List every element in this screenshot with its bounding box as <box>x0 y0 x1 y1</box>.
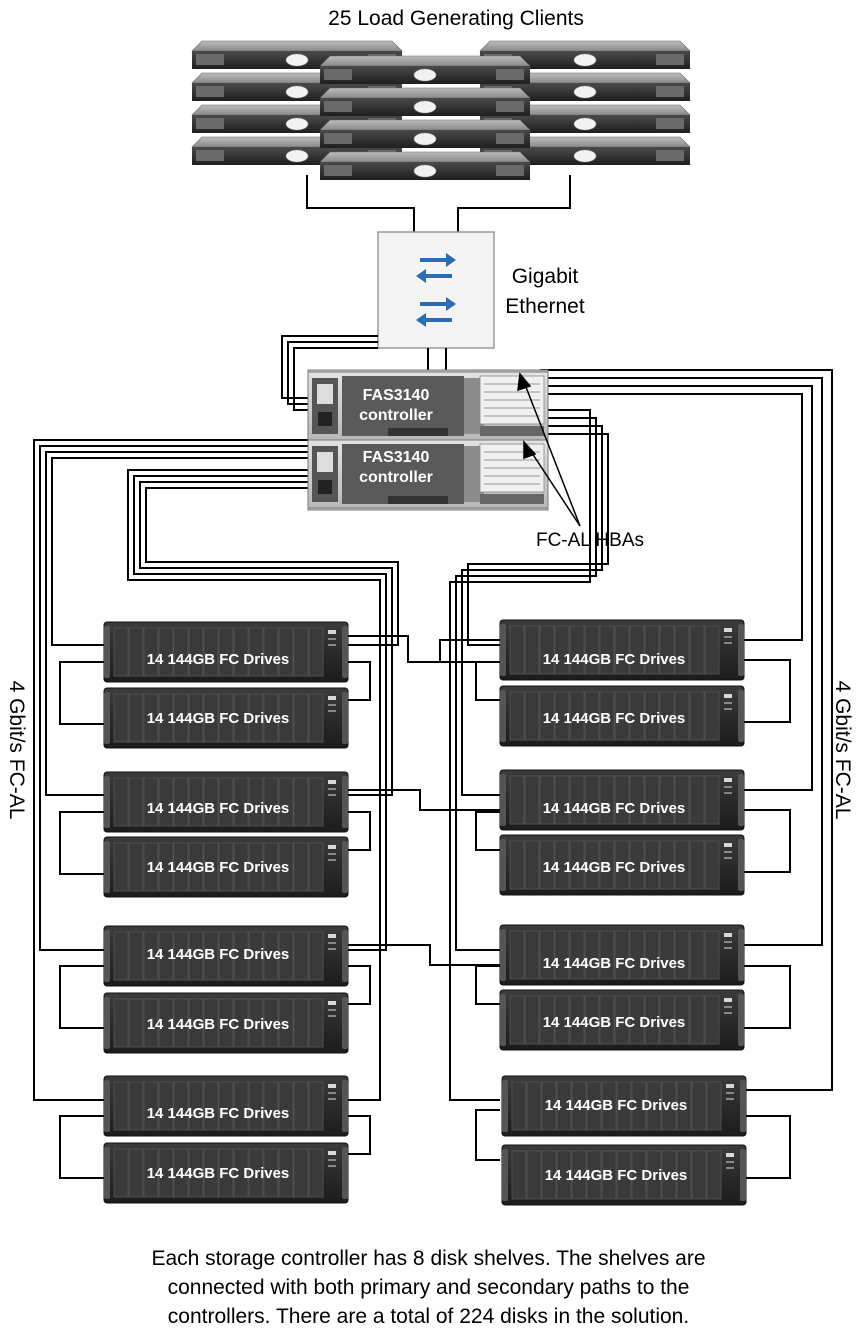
switch-label-line2: Ethernet <box>505 295 585 318</box>
shelf-label: 14 144GB FC Drives <box>543 800 686 817</box>
diagram-caption: Each storage controller has 8 disk shelv… <box>0 1244 857 1331</box>
controller-2-label-line1: FAS3140 <box>363 449 430 466</box>
client-cables <box>306 175 571 234</box>
controller-icon <box>307 371 549 441</box>
shelf-label: 14 144GB FC Drives <box>147 1165 290 1182</box>
shelf-label: 14 144GB FC Drives <box>147 800 290 817</box>
shelf-label: 14 144GB FC Drives <box>543 651 686 668</box>
shelf-label: 14 144GB FC Drives <box>147 1016 290 1033</box>
hba-label: FC-AL HBAs <box>536 530 644 551</box>
shelf-label: 14 144GB FC Drives <box>147 946 290 963</box>
shelf-label: 14 144GB FC Drives <box>543 1014 686 1031</box>
shelf-label: 14 144GB FC Drives <box>543 859 686 876</box>
loop-label-right: 4 Gbit/s FC-AL <box>831 681 854 820</box>
controller-1-label-line2: controller <box>359 407 433 424</box>
disk-shelf-icon <box>499 619 745 681</box>
switch-label-line1: Gigabit <box>512 265 579 288</box>
clients-title: 25 Load Generating Clients <box>328 7 584 30</box>
gigabit-switch <box>377 231 495 349</box>
shelf-label: 14 144GB FC Drives <box>147 859 290 876</box>
caption-line-3: controllers. There are a total of 224 di… <box>167 1305 690 1328</box>
hba-pointers <box>517 372 581 527</box>
switch-arrows-icon <box>416 253 456 327</box>
disk-shelves-right <box>499 619 747 1206</box>
shelf-label: 14 144GB FC Drives <box>545 1167 688 1184</box>
shelf-label: 14 144GB FC Drives <box>147 1105 290 1122</box>
caption-line-2: connected with both primary and secondar… <box>167 1276 690 1299</box>
loop-label-left: 4 Gbit/s FC-AL <box>5 681 28 820</box>
switch-controller-cables <box>281 335 447 411</box>
client-server-stack <box>191 40 691 181</box>
fc-al-cables <box>33 369 833 1179</box>
shelf-label: 14 144GB FC Drives <box>147 651 290 668</box>
shelf-label: 14 144GB FC Drives <box>543 955 686 972</box>
shelf-label: 14 144GB FC Drives <box>543 710 686 727</box>
controller-pair <box>307 369 549 511</box>
shelf-label: 14 144GB FC Drives <box>545 1097 688 1114</box>
shelf-label: 14 144GB FC Drives <box>147 710 290 727</box>
controller-1-label-line1: FAS3140 <box>363 387 430 404</box>
controller-2-label-line2: controller <box>359 469 433 486</box>
caption-line-1: Each storage controller has 8 disk shelv… <box>151 1247 706 1270</box>
